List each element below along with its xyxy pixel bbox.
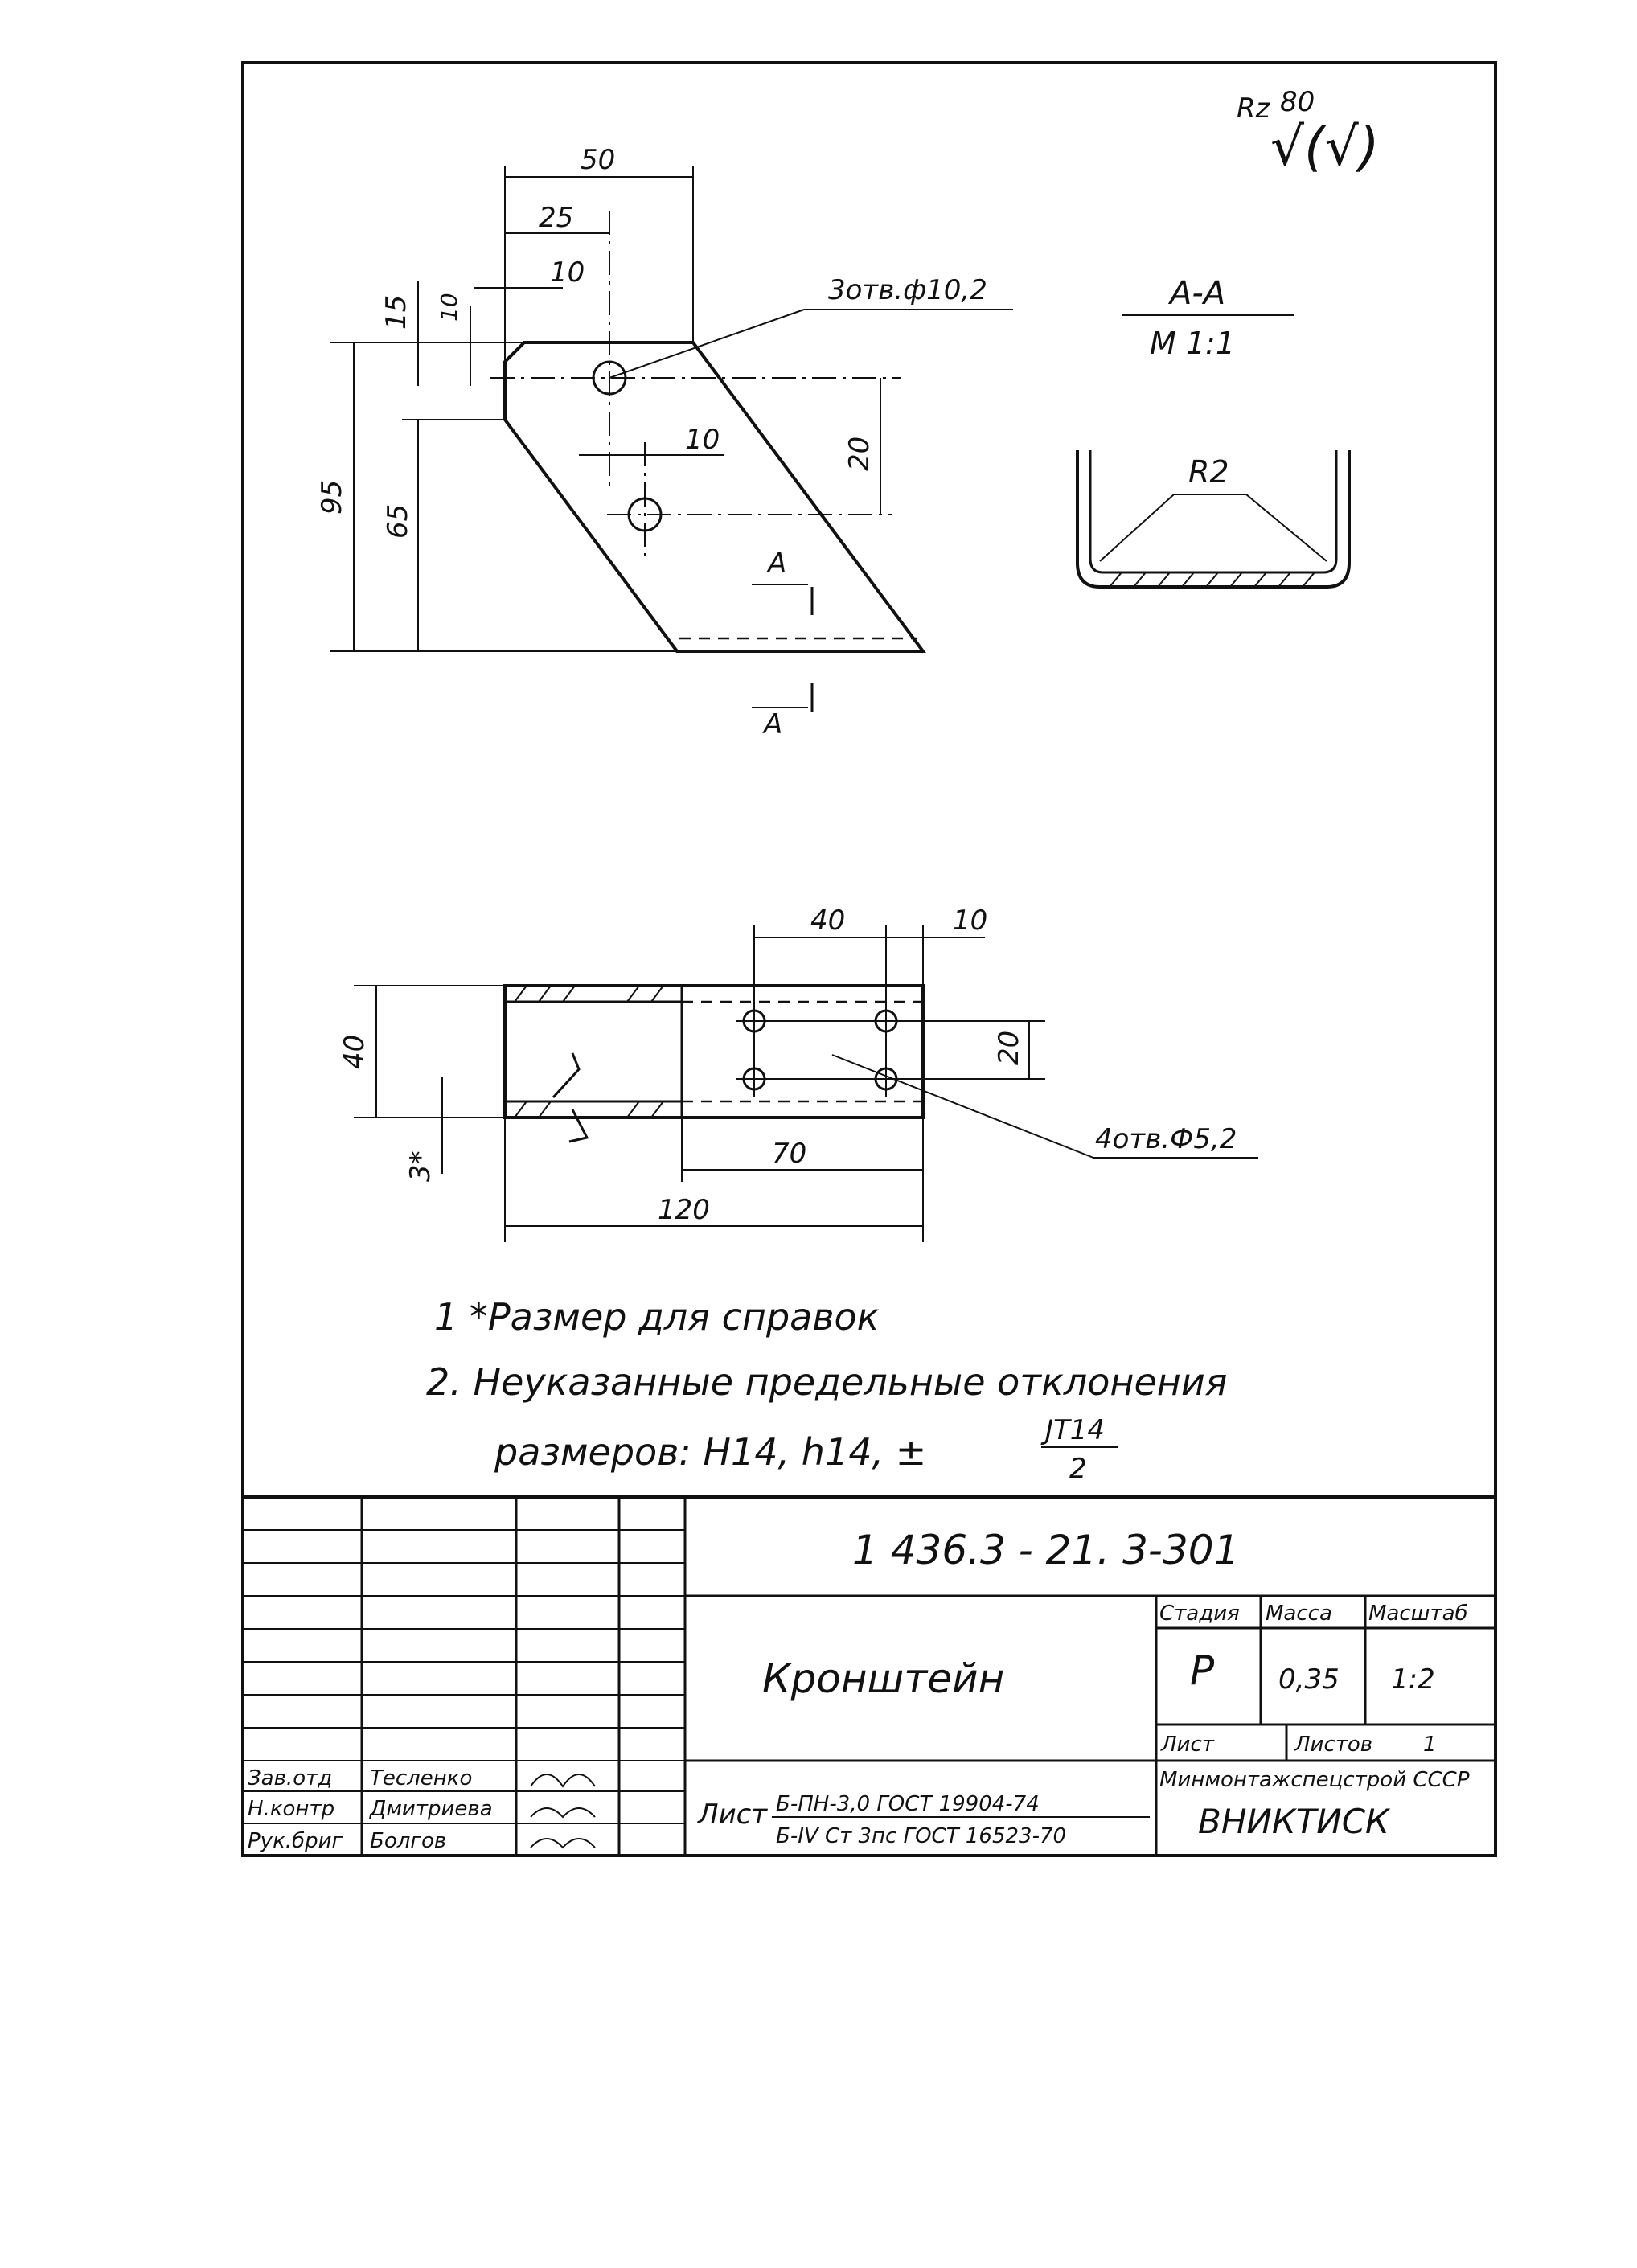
leader-line (609, 309, 805, 379)
col-stage: Стадия (1159, 1602, 1240, 1626)
material-prefix: Лист (696, 1798, 768, 1831)
stage-value: Р (1190, 1647, 1215, 1694)
role-label: Рук.бриг (248, 1829, 343, 1853)
sheets-count: 1 (1423, 1733, 1437, 1757)
radius-label: R2 (1188, 454, 1229, 490)
role-name: Болгов (370, 1829, 446, 1853)
roughness-value: 80 (1280, 86, 1315, 118)
scale-value: 1:2 (1391, 1663, 1435, 1696)
dim-95: 95 (316, 480, 348, 515)
leader-line (831, 1054, 1094, 1159)
weld-mark-lower (568, 1109, 589, 1143)
bottom-view-outline (503, 984, 925, 1119)
hole-callout-top: 3отв.ф10,2 (828, 274, 987, 306)
dim-65: 65 (382, 504, 414, 539)
dim-20: 20 (843, 437, 876, 471)
radius-leader (1099, 494, 1327, 562)
bottom-view: 40 10 40 20 3* 70 120 4отв.Ф5,2 (338, 904, 1258, 1242)
roughness-marks: √(√) (1270, 116, 1380, 178)
section-title: A-A (1167, 275, 1225, 312)
dim-20-b: 20 (993, 1031, 1025, 1065)
note-2: 2. Неуказанные предельные отклонения (426, 1360, 1227, 1404)
bottom-hatch (514, 985, 664, 1118)
roughness-symbol: Rz 80 √(√) (1237, 86, 1380, 178)
ministry: Минмонтажспецстрой СССР (1159, 1768, 1470, 1792)
doc-number: 1 436.3 - 21. 3-301 (852, 1527, 1239, 1573)
note-3-denominator: 2 (1069, 1453, 1087, 1485)
sheets-label: Листов (1294, 1733, 1372, 1757)
part-name: Кронштейн (762, 1655, 1004, 1702)
sheet-frame (241, 61, 1497, 1857)
note-3: размеров: H14, h14, ± (494, 1430, 926, 1474)
top-view: 50 25 10 95 65 15 10 10 20 3отв.ф10,2 A (316, 144, 1013, 740)
signature (530, 1838, 596, 1849)
col-scale: Масштаб (1368, 1602, 1468, 1626)
top-view-outline (503, 341, 926, 653)
section-mark-lower: A (762, 708, 782, 740)
mass-value: 0,35 (1278, 1663, 1340, 1696)
section-hatch (1109, 572, 1315, 588)
role-label: Зав.отд (248, 1766, 332, 1790)
dim-10-top-b: 10 (953, 904, 987, 937)
material-bottom: Б-IV Ст 3пс ГОСТ 16523-70 (776, 1824, 1066, 1848)
section-view: A-A M 1:1 R2 (1076, 275, 1351, 589)
channel-profile (1076, 450, 1351, 589)
sheet-label: Лист (1160, 1733, 1215, 1757)
dim-25: 25 (539, 202, 573, 234)
weld-mark-upper (552, 1052, 581, 1099)
org-name: ВНИКТИСК (1198, 1802, 1391, 1841)
note-3-numerator: JT14 (1040, 1414, 1105, 1446)
dim-40-left: 40 (338, 1035, 371, 1069)
role-name: Дмитриева (369, 1797, 493, 1821)
note-1: 1 *Размер для справок (434, 1295, 880, 1339)
section-scale: M 1:1 (1150, 326, 1235, 361)
material-top: Б-ПН-3,0 ГОСТ 19904-74 (776, 1792, 1040, 1816)
dim-10-left: 10 (436, 293, 462, 322)
chamfer (503, 341, 526, 363)
dim-15: 15 (380, 295, 412, 330)
roughness-rz: Rz (1237, 92, 1271, 125)
title-block: Зав.отд Тесленко Н.контр Дмитриева Рук.б… (243, 1495, 1495, 1856)
dim-10-mid: 10 (685, 424, 720, 456)
tb-left-rows (243, 1529, 685, 1824)
signature (530, 1774, 596, 1788)
role-name: Тесленко (370, 1766, 472, 1790)
channel-inner (1089, 450, 1338, 574)
signature (530, 1807, 596, 1819)
dim-10-top: 10 (550, 256, 585, 289)
notes: 1 *Размер для справок 2. Неуказанные пре… (426, 1295, 1227, 1485)
hole-callout-bottom: 4отв.Ф5,2 (1095, 1123, 1237, 1155)
dim-70: 70 (772, 1138, 806, 1170)
dim-120: 120 (658, 1194, 710, 1226)
dim-3: 3* (404, 1150, 437, 1182)
col-mass: Масса (1266, 1602, 1332, 1626)
role-label: Н.контр (248, 1797, 334, 1821)
section-mark-upper: A (766, 548, 786, 580)
dim-40-top: 40 (810, 904, 845, 937)
dim-50: 50 (581, 144, 615, 176)
